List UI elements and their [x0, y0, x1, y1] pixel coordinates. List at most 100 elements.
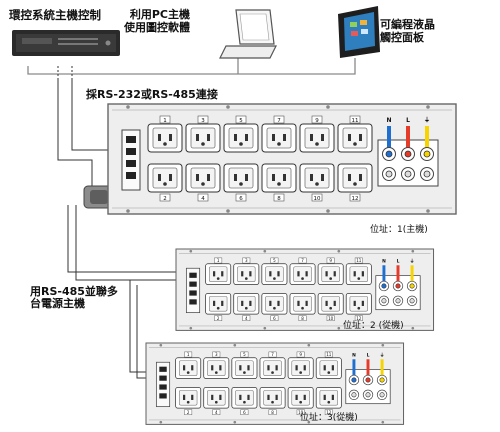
outlet-slot: [331, 365, 334, 371]
outlet-slot: [321, 134, 324, 141]
outlet-slot: [323, 365, 326, 371]
outlet-slot: [359, 134, 362, 141]
outlet-slot: [333, 271, 336, 277]
terminal-screw-center: [385, 170, 393, 178]
mount-hole: [159, 343, 163, 347]
outlet-slot: [219, 394, 222, 400]
outlet-ground: [315, 142, 319, 146]
rs485-wire: [129, 280, 150, 373]
outlet-slot: [321, 174, 324, 181]
outlet-ground: [214, 400, 218, 404]
outlet-slot: [219, 365, 222, 371]
outlet-number: 6: [273, 316, 276, 321]
outlet-ground: [216, 277, 220, 280]
outlet-slot: [211, 394, 214, 400]
outlet-number: 3: [201, 118, 205, 124]
outlet-face: [266, 127, 292, 149]
outlet-slot: [283, 134, 286, 141]
outlet-slot: [267, 394, 270, 400]
outlet-ground: [243, 371, 246, 374]
outlet-slot: [310, 174, 313, 181]
outlet-slot: [277, 271, 280, 277]
outlet-slot: [196, 134, 199, 141]
outlet-slot: [158, 174, 161, 181]
outlet-ground: [315, 182, 319, 186]
outlet-number-box: [184, 351, 193, 358]
comm-terminal: [189, 299, 197, 305]
outlet-number-box: [349, 193, 361, 202]
outlet-slot: [325, 300, 328, 306]
outlet-face: [321, 296, 340, 312]
outlet-face: [237, 296, 256, 312]
outlet-number-box: [354, 257, 363, 264]
outlet-face: [342, 167, 368, 189]
outlet-number: 2: [217, 316, 220, 321]
outlet-slot: [158, 134, 161, 141]
outlet-ground: [273, 277, 276, 280]
outlet-number-box: [296, 409, 305, 416]
mount-hole: [189, 249, 193, 253]
outlet-ground: [243, 400, 246, 404]
outlet-number: 12: [352, 196, 359, 202]
outlet-ground: [216, 306, 220, 310]
outlet-number: 10: [314, 196, 321, 202]
outlet-ground: [239, 182, 243, 186]
outlet-number: 3: [215, 352, 218, 357]
outlet-slot: [221, 300, 224, 306]
mount-hole: [337, 326, 341, 330]
outlet-ground: [214, 371, 218, 374]
outlet-face: [235, 390, 254, 406]
outlet-number-box: [184, 409, 193, 416]
outlet-ground: [327, 371, 331, 374]
mount-hole: [326, 209, 330, 213]
outlet-number-box: [298, 257, 307, 264]
outlet-ground: [299, 400, 302, 404]
outlet-face: [293, 296, 312, 312]
outlet-slot: [359, 174, 362, 181]
rs-wire: [57, 78, 93, 190]
outlet-face: [304, 167, 330, 189]
outlet-face: [209, 296, 228, 312]
outlet-number: 7: [271, 352, 274, 357]
comm-terminal: [126, 148, 136, 155]
outlet-slot: [348, 174, 351, 181]
outlet-number-box: [349, 115, 361, 124]
outlet-face: [291, 390, 310, 406]
controller-display: [22, 38, 52, 44]
mount-hole: [233, 343, 237, 347]
outlet-number-box: [214, 315, 223, 322]
mount-hole: [307, 420, 311, 424]
outlet-number-box: [268, 409, 277, 416]
terminal-screw-center: [423, 170, 431, 178]
terminal-screw-center: [385, 150, 393, 158]
panel-label-line1: 可編程液晶: [380, 18, 435, 31]
outlet-number: 6: [243, 410, 246, 415]
outlet-ground: [357, 306, 361, 310]
terminal-label: ⏚: [380, 351, 384, 358]
mount-hole: [233, 420, 237, 424]
mount-hole: [337, 249, 341, 253]
outlet-face: [265, 266, 284, 282]
rs485-wire: [67, 205, 180, 273]
outlet-number-box: [273, 193, 285, 202]
mount-hole: [426, 209, 430, 213]
outlet-ground: [329, 277, 332, 280]
controller-label: 環控系統主機控制: [9, 8, 101, 22]
outlet-ground: [299, 371, 302, 374]
terminal-screw-center: [379, 377, 385, 383]
outlet-face: [179, 390, 198, 406]
terminal-screw-center: [351, 392, 357, 398]
outlet-slot: [297, 300, 300, 306]
outlet-slot: [353, 300, 356, 306]
panel-label-line2: 觸控面板: [380, 31, 424, 44]
unit-address-3: 位址：3(從機): [300, 413, 358, 423]
outlet-number-box: [268, 351, 277, 358]
outlet-slot: [191, 365, 194, 371]
outlet-number: 1: [217, 258, 220, 263]
outlet-slot: [169, 134, 172, 141]
touch-panel-screen: [344, 12, 375, 51]
outlet-ground: [244, 306, 248, 310]
mount-hole: [189, 326, 193, 330]
laptop-display: [239, 13, 270, 41]
outlet-face: [291, 360, 310, 376]
